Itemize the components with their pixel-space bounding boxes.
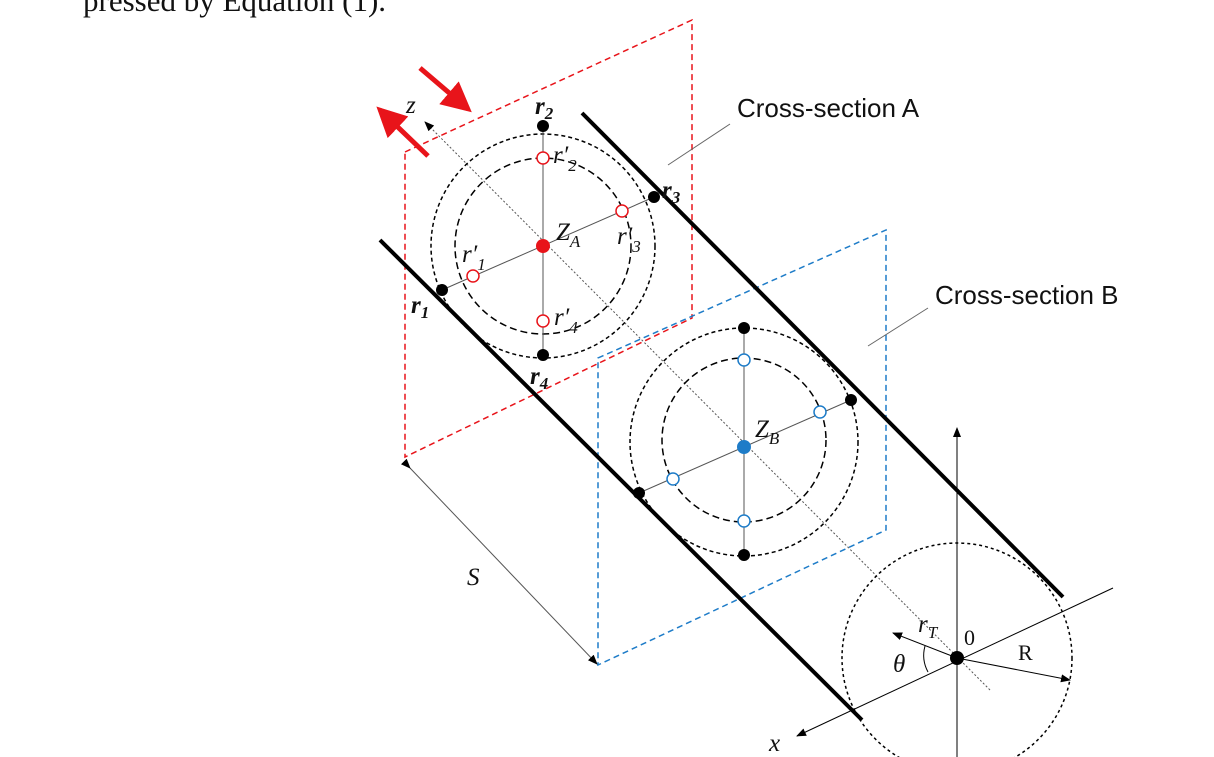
radius-label: R xyxy=(1018,640,1033,665)
label-rp4: r′4 xyxy=(554,304,578,337)
cross-section-b-label: Cross-section B xyxy=(935,280,1119,310)
coordinate-system xyxy=(796,427,1114,757)
cross-section-b-plane xyxy=(597,228,887,667)
center-za xyxy=(536,239,550,253)
label-rp2: r′2 xyxy=(553,142,577,175)
x-axis-label: x xyxy=(768,730,780,757)
spacing-dimension xyxy=(400,458,598,665)
label-zb: ZB xyxy=(755,416,780,448)
cross-section-a-label: Cross-section A xyxy=(737,93,920,123)
z-axis-label: z xyxy=(405,92,416,119)
rt-label: rT xyxy=(918,611,939,642)
label-r1: r1 xyxy=(411,292,429,322)
spacing-label: S xyxy=(467,564,480,591)
leader-b xyxy=(867,307,929,347)
leader-a xyxy=(667,123,731,166)
pipe-wall-left xyxy=(378,238,864,722)
theta-label: θ xyxy=(893,651,905,678)
caption-fragment: pressed by Equation (1). xyxy=(83,0,386,18)
label-rp1: r′1 xyxy=(462,241,486,274)
cross-section-a xyxy=(430,120,660,361)
label-za: ZA xyxy=(556,219,581,251)
center-zb xyxy=(737,440,751,454)
label-r3: r3 xyxy=(662,177,681,207)
label-rp3: r′3 xyxy=(617,223,641,256)
label-r4: r4 xyxy=(530,363,548,393)
z-axis xyxy=(424,121,991,691)
cross-section-a-plane xyxy=(404,18,693,459)
origin-label: 0 xyxy=(964,625,975,650)
pipe-wall-right xyxy=(580,111,1065,599)
cross-section-b xyxy=(629,322,859,561)
flow-arrow-out xyxy=(376,106,430,158)
flow-arrow-in xyxy=(418,66,472,113)
label-r2: r2 xyxy=(535,93,554,123)
